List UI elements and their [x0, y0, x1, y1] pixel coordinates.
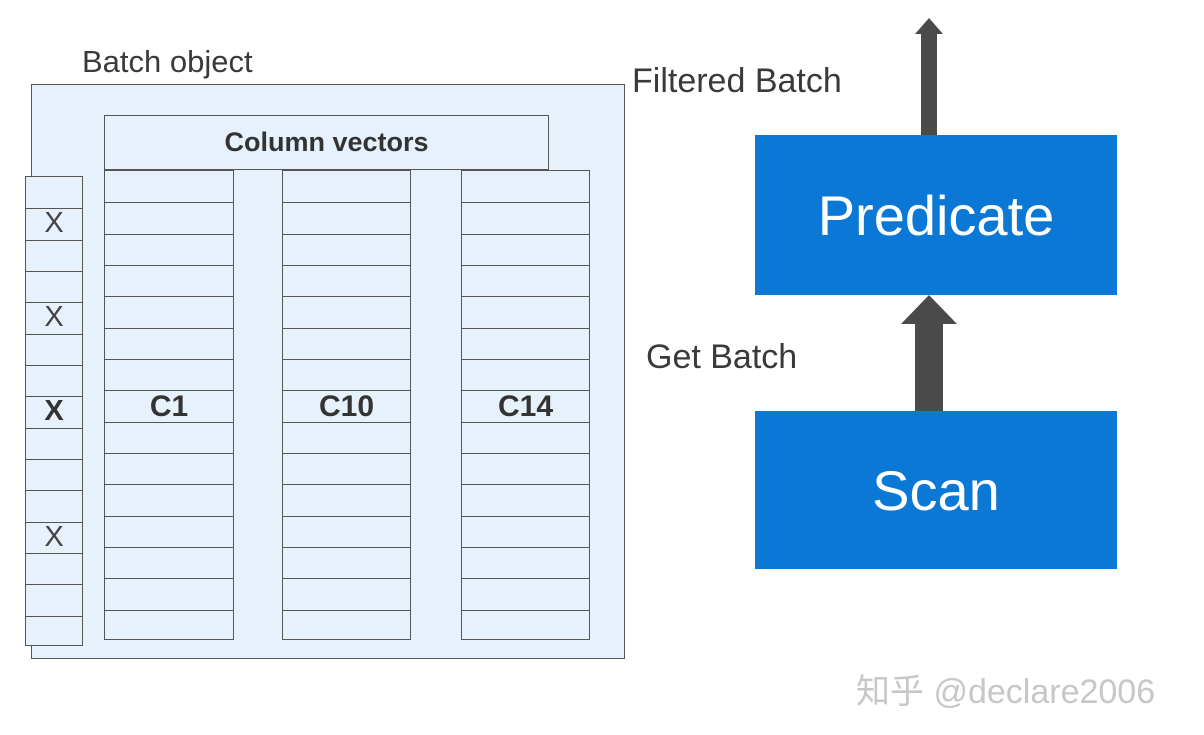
column-name-label: C1 [149, 390, 189, 424]
column-cell [462, 515, 589, 547]
column-cell [283, 515, 410, 547]
column-cell [283, 453, 410, 484]
watermark: 知乎 @declare2006 [856, 673, 1156, 711]
column-cell [105, 359, 233, 390]
column-cell [462, 202, 589, 233]
selection-cell [26, 396, 82, 427]
column-cell [462, 327, 589, 359]
column-cell [283, 484, 410, 515]
column-cell [283, 327, 410, 359]
column-vector-c14: C14 [461, 170, 590, 640]
column-cell [462, 359, 589, 390]
column-cell [462, 609, 589, 641]
column-cell [105, 547, 233, 578]
column-cell [105, 484, 233, 515]
selection-cell [26, 459, 82, 490]
filtered-batch-label: Filtered Batch [632, 62, 842, 100]
get-batch-label: Get Batch [646, 338, 798, 376]
up-arrow-get-batch [901, 295, 957, 411]
column-vector-c1: C1 [104, 170, 234, 640]
column-cell [283, 202, 410, 233]
selection-cell [26, 521, 82, 553]
column-cell [105, 515, 233, 547]
column-cell [105, 296, 233, 327]
selection-cell [26, 427, 82, 459]
selection-mark: X [44, 207, 64, 240]
column-name-label: C14 [497, 390, 554, 424]
column-cell [105, 265, 233, 296]
column-cell [462, 484, 589, 515]
column-cell [283, 609, 410, 641]
scan-operator: Scan [755, 411, 1117, 569]
column-cell [105, 578, 233, 609]
column-vector-c10: C10 [282, 170, 411, 640]
column-cell [462, 296, 589, 327]
column-cell [105, 233, 233, 265]
selection-mark: X [44, 301, 64, 334]
column-cell [283, 390, 410, 421]
column-cell [283, 547, 410, 578]
selection-cell [26, 490, 82, 521]
selection-cell [26, 553, 82, 584]
column-cell [105, 453, 233, 484]
selection-cell [26, 615, 82, 647]
column-cell [105, 202, 233, 233]
column-cell [462, 453, 589, 484]
column-cell [283, 578, 410, 609]
column-cell [462, 390, 589, 421]
selection-cell [26, 239, 82, 271]
column-cell [283, 359, 410, 390]
column-name-label: C10 [318, 390, 375, 424]
column-cell [283, 421, 410, 453]
selection-cell [26, 365, 82, 396]
predicate-operator: Predicate [755, 135, 1117, 295]
column-cell [462, 578, 589, 609]
selection-cell [26, 333, 82, 365]
column-cell [283, 265, 410, 296]
column-cell [462, 265, 589, 296]
batch-object-label: Batch object [82, 44, 253, 79]
up-arrow-filtered [915, 18, 943, 135]
selection-vector: X X X X [25, 176, 83, 646]
selection-mark: X [44, 395, 64, 428]
column-cell [283, 296, 410, 327]
column-cell [462, 547, 589, 578]
selection-mark: X [44, 520, 64, 553]
column-cell [283, 233, 410, 265]
selection-cell [26, 302, 82, 333]
selection-cell [26, 584, 82, 615]
selection-cell [26, 271, 82, 302]
column-cell [105, 327, 233, 359]
column-cell [105, 421, 233, 453]
selection-cell [26, 208, 82, 239]
column-vectors-header: Column vectors [104, 115, 549, 170]
column-cell [462, 421, 589, 453]
column-cell [105, 609, 233, 641]
column-cell [462, 233, 589, 265]
column-cell [105, 390, 233, 421]
